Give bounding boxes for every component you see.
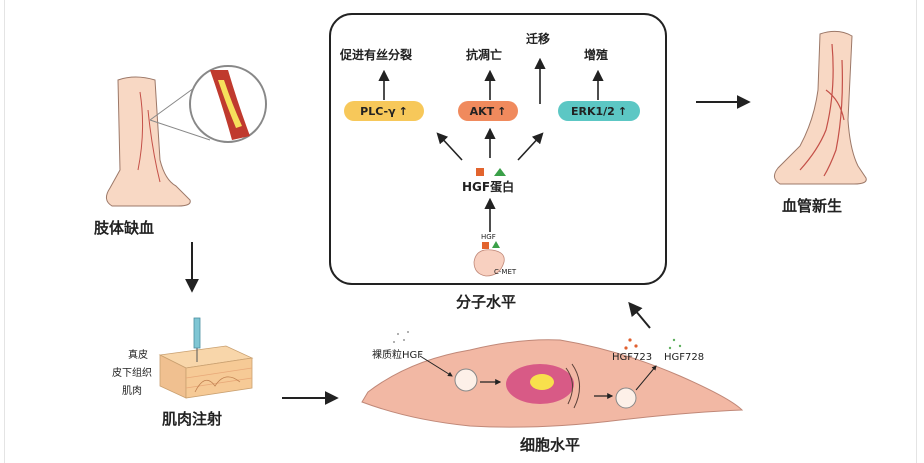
erk-label: ERK1/2 — [570, 104, 615, 118]
erk-pill: ERK1/2↑ — [558, 101, 640, 121]
molecular-level-label: 分子水平 — [456, 293, 517, 311]
migration-label: 迁移 — [526, 32, 551, 46]
cell-icon — [361, 339, 744, 428]
muscle-label: 肌肉 — [122, 386, 142, 397]
plasmid-dots-icon — [393, 331, 409, 343]
akt-up-arrow: ↑ — [497, 104, 507, 118]
hgf-square-icon — [476, 168, 484, 176]
dermis-label: 真皮 — [128, 350, 148, 361]
anti-apoptosis-label: 抗凋亡 — [466, 48, 503, 62]
vessel-zoom-icon — [149, 65, 267, 143]
ischemic-leg-icon — [106, 76, 191, 207]
left-border — [4, 0, 5, 463]
plc-gamma-pill: PLC-γ↑ — [344, 101, 424, 121]
cmet-label: C-MET — [494, 268, 517, 276]
hgf-triangle-icon — [494, 168, 506, 176]
molecular-box — [329, 13, 667, 285]
limb-ischemia-label: 肢体缺血 — [94, 219, 155, 237]
hgf723-label: HGF723 — [612, 352, 653, 363]
cellular-level-label: 细胞水平 — [520, 436, 581, 454]
subcutaneous-label: 皮下组织 — [112, 368, 152, 379]
hgf728-label: HGF728 — [664, 352, 705, 363]
plc-gamma-label: PLC-γ — [360, 104, 396, 118]
angiogenesis-label: 血管新生 — [782, 197, 843, 215]
plc-up-arrow: ↑ — [398, 104, 408, 118]
plasmid-label: 裸质粒HGF — [372, 350, 424, 361]
hgf-protein-label: HGF蛋白 — [462, 180, 515, 194]
hgf-small-label: HGF — [481, 233, 496, 241]
hgf-dots-icon — [624, 338, 682, 350]
cmet-receptor-icon — [473, 241, 505, 277]
healthy-leg-icon — [774, 30, 867, 185]
skin-layers-icon — [158, 317, 254, 399]
erk-up-arrow: ↑ — [617, 104, 628, 118]
muscle-injection-label: 肌肉注射 — [162, 410, 223, 428]
mitosis-label: 促进有丝分裂 — [340, 48, 413, 62]
akt-label: AKT — [469, 104, 495, 118]
akt-pill: AKT↑ — [458, 101, 518, 121]
right-border — [916, 0, 917, 463]
proliferation-label: 增殖 — [584, 48, 609, 62]
